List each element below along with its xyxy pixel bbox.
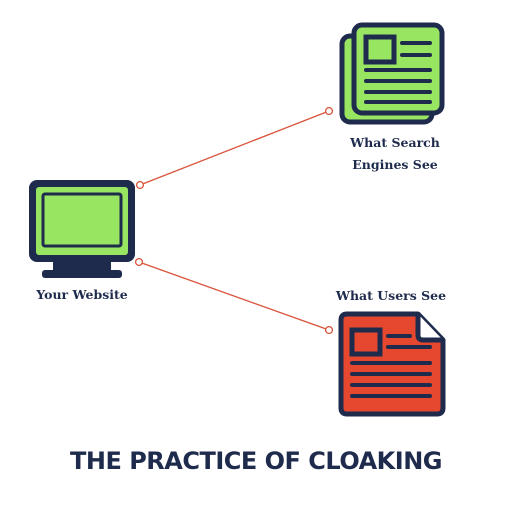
newspaper-icon: [339, 22, 445, 125]
users-label: What Users See: [335, 288, 447, 303]
search-engines-label-line-1: What Search: [350, 135, 440, 150]
page-title: THE PRACTICE OF CLOAKING: [70, 447, 442, 475]
website-label: Your Website: [36, 287, 128, 302]
search-engines-label-line-2: Engines See: [352, 157, 438, 172]
connector-to-users: [134, 257, 334, 335]
computer-monitor-icon: [29, 180, 135, 278]
search-engines-label: What Search Engines See: [336, 132, 454, 176]
document-icon: [338, 311, 446, 417]
connector-to-search-engines: [135, 106, 334, 190]
